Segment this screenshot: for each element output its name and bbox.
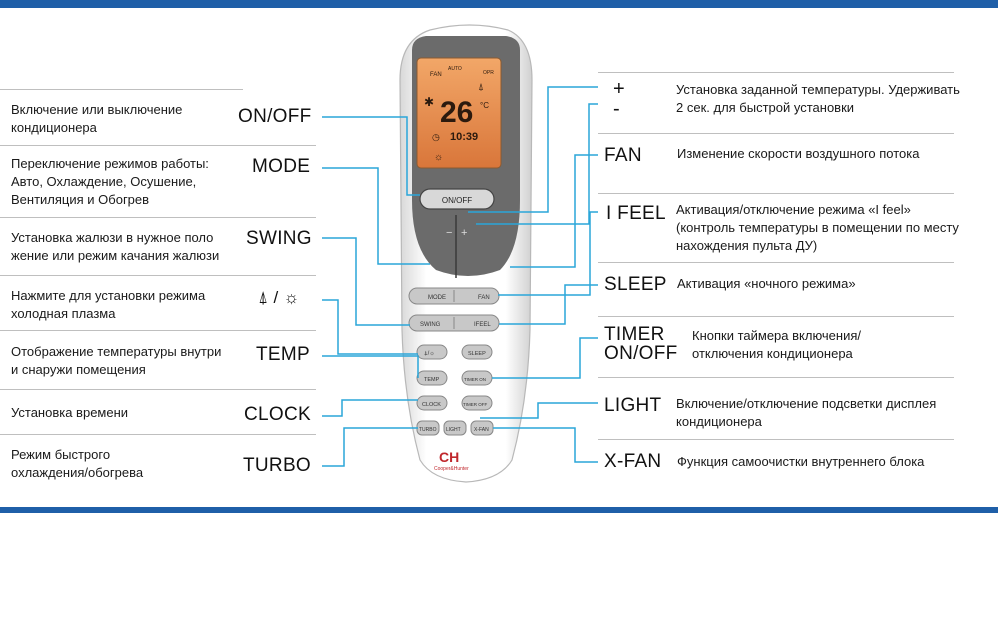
svg-text:X-FAN: X-FAN (474, 427, 489, 433)
desc-mode: Переключение режимов работы:Авто, Охлажд… (11, 156, 209, 207)
separator (598, 439, 954, 440)
onoff-key[interactable] (419, 188, 495, 210)
separator (0, 389, 316, 390)
desc-sleep: Активация «ночного режима» (677, 276, 856, 291)
svg-text:CLOCK: CLOCK (422, 402, 441, 408)
swing-key-text: SWING (420, 322, 441, 328)
label-mode: MODE (252, 156, 311, 177)
lcd-screen (416, 57, 502, 169)
separator (598, 193, 954, 194)
minus-key[interactable]: − (446, 227, 452, 239)
label-xfan: X-FAN (604, 451, 662, 472)
separator (0, 275, 316, 276)
light-key[interactable] (443, 420, 467, 436)
lcd-fan-text: FAN (430, 72, 442, 78)
label-sleep: SLEEP (604, 274, 667, 295)
svg-text:SLEEP: SLEEP (468, 351, 486, 357)
label-plasma: ⍋ / ☼ (258, 288, 300, 307)
label-light: LIGHT (604, 395, 662, 416)
lcd-opr-text: OPR (483, 70, 494, 76)
temp-key[interactable] (416, 370, 448, 386)
timer-off-key[interactable] (461, 395, 493, 411)
label-ifeel: I FEEL (606, 203, 666, 224)
desc-ifeel: Активация/отключение режима «I feel»(кон… (676, 202, 959, 253)
separator (0, 89, 243, 90)
svg-text:TIMER OFF: TIMER OFF (463, 402, 487, 407)
separator (0, 145, 316, 146)
lcd-time-text: 10:39 (450, 131, 478, 143)
top-band (0, 0, 998, 8)
separator (598, 72, 954, 73)
lcd-clock-icon: ◷ (432, 132, 440, 142)
svg-text:TIMER ON: TIMER ON (464, 377, 486, 382)
ifeel-key-text: IFEEL (474, 322, 491, 328)
svg-text:TURBO: TURBO (419, 427, 437, 433)
separator (0, 434, 316, 435)
label-plus-minus: +- (613, 78, 625, 120)
plus-key[interactable]: + (461, 227, 467, 239)
mode-key-text: MODE (428, 295, 446, 301)
lcd-sun-icon: ☼ (434, 152, 443, 163)
separator (0, 330, 316, 331)
brand-logo: CH (439, 449, 459, 465)
label-onoff: ON/OFF (238, 106, 312, 127)
separator (598, 316, 954, 317)
fan-key-text: FAN (478, 295, 490, 301)
plasma-key[interactable] (416, 344, 448, 360)
label-clock: CLOCK (244, 404, 311, 425)
lcd-auto-text: AUTO (448, 66, 462, 72)
desc-xfan: Функция самоочистки внутреннего блока (677, 454, 925, 469)
lcd-unit-text: °C (480, 101, 489, 110)
desc-timer: Кнопки таймера включения/отключения конд… (692, 328, 862, 361)
bottom-band (0, 507, 998, 513)
separator (598, 377, 954, 378)
onoff-key-text: ON/OFF (442, 196, 472, 205)
separator (598, 133, 954, 134)
label-turbo: TURBO (243, 455, 311, 476)
desc-clock: Установка времени (11, 405, 129, 420)
sleep-key[interactable] (461, 344, 493, 360)
label-swing: SWING (246, 228, 312, 249)
clock-key[interactable] (416, 395, 448, 411)
separator (598, 262, 954, 263)
lcd-temp-text: 26 (440, 96, 473, 129)
brand-name: Cooper&Hunter (434, 466, 469, 472)
lcd-tree-icon: ⍋ (478, 82, 484, 93)
desc-fan: Изменение скорости воздушного потока (677, 146, 920, 161)
label-fan: FAN (604, 145, 642, 166)
leader-lines (322, 86, 598, 467)
label-temp: TEMP (256, 344, 310, 365)
separator (0, 217, 316, 218)
desc-plus-minus: Установка заданной температуры. Удержива… (676, 82, 960, 115)
svg-text:LIGHT: LIGHT (446, 427, 461, 433)
lcd-snow-icon: ✱ (424, 95, 434, 109)
svg-text:TEMP: TEMP (424, 377, 440, 383)
svg-text:⍋/☼: ⍋/☼ (424, 350, 435, 357)
